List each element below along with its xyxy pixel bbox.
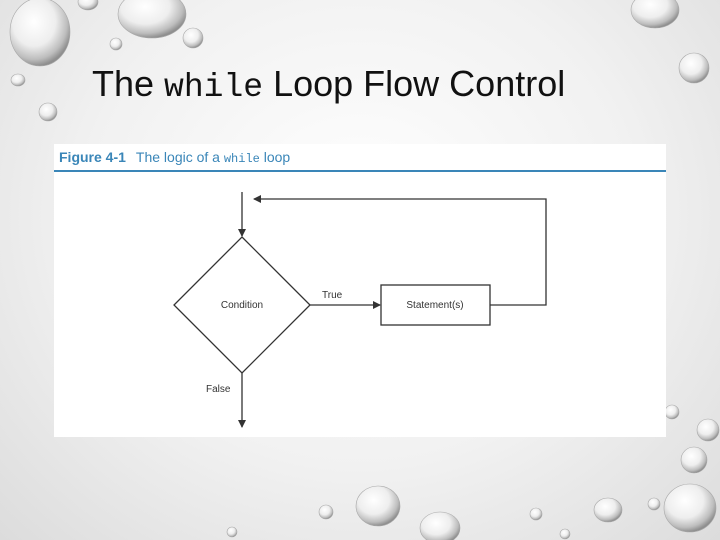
- true-label: True: [322, 290, 343, 301]
- false-label: False: [206, 384, 231, 395]
- slide-title: The while Loop Flow Control: [92, 62, 565, 110]
- condition-diamond: [173, 236, 311, 374]
- title-suffix: Loop Flow Control: [263, 63, 566, 104]
- loop-back-arrow: [253, 195, 547, 306]
- title-code-keyword: while: [164, 69, 264, 106]
- caption-suffix: loop: [259, 149, 291, 165]
- title-prefix: The: [92, 63, 165, 104]
- figure-panel: Figure 4-1 The logic of a while loop Cond…: [54, 144, 666, 437]
- statement-box: [380, 284, 491, 326]
- caption-rule: [54, 170, 666, 172]
- condition-label: Condition: [221, 300, 263, 311]
- statement-label: Statement(s): [406, 300, 463, 311]
- caption-prefix: The logic of a: [135, 149, 224, 165]
- figure-number: Figure 4-1: [59, 149, 126, 165]
- while-loop-flowchart: Condition Statement(s) True False: [173, 192, 547, 428]
- caption-code-keyword: while: [223, 152, 260, 166]
- figure-caption: Figure 4-1 The logic of a while loop: [59, 147, 290, 167]
